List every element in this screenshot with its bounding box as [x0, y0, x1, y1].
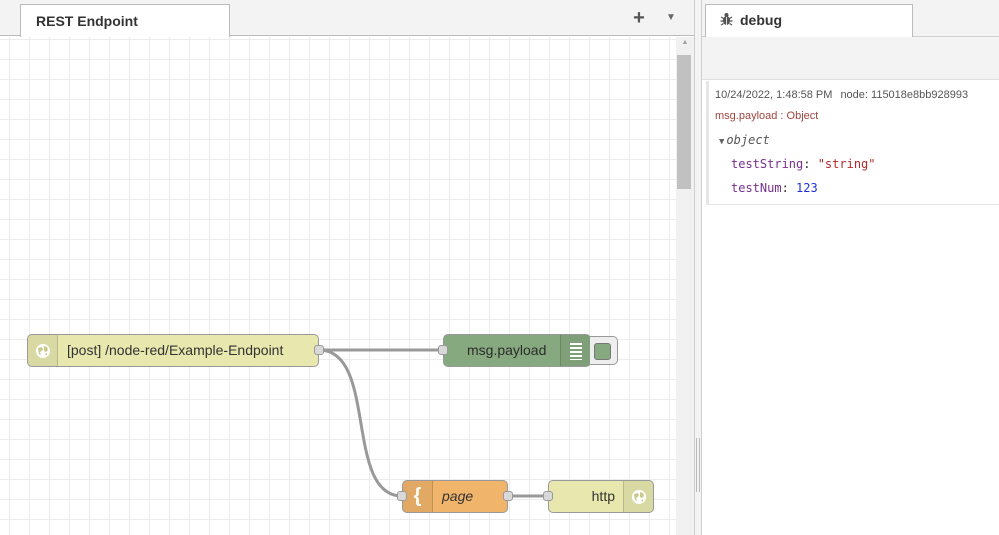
debug-message[interactable]: 10/24/2022, 1:48:58 PM node: 115018e8bb92…: [706, 81, 999, 205]
list-icon: [560, 335, 590, 366]
globe-icon: [623, 481, 653, 512]
debug-toolbar: [702, 37, 999, 80]
node-template[interactable]: { page: [402, 480, 508, 513]
node-http-in-label: [post] /node-red/Example-Endpoint: [67, 342, 284, 358]
http-response-input-port[interactable]: [543, 491, 553, 501]
tab-rest-endpoint[interactable]: REST Endpoint: [20, 4, 230, 37]
node-debug-label: msg.payload: [467, 342, 547, 358]
workspace: REST Endpoint + ▼ [post] /node-red/Examp…: [0, 0, 694, 535]
tab-debug[interactable]: debug: [705, 4, 913, 38]
curly-brace-icon: {: [403, 481, 433, 512]
node-http-response-label: http: [591, 488, 615, 504]
field-key: testNum: [731, 181, 782, 195]
field-value: "string": [817, 157, 876, 171]
sidebar: debug 10/24/2022, 1:48:58 PM node: 115018…: [702, 0, 999, 535]
tree-row[interactable]: testNum: 123: [731, 181, 818, 195]
template-input-port[interactable]: [397, 491, 407, 501]
flow-canvas[interactable]: [0, 37, 676, 535]
debug-toggle-indicator: [594, 343, 611, 360]
canvas-vertical-scrollbar[interactable]: ▲: [676, 37, 694, 535]
object-type-label: object: [726, 133, 770, 147]
tree-row[interactable]: testString: "string": [731, 157, 876, 171]
debug-message-topic: msg.payload : Object: [715, 110, 819, 122]
sidebar-resize-handle[interactable]: [694, 0, 702, 535]
node-http-in[interactable]: [post] /node-red/Example-Endpoint: [27, 334, 319, 367]
node-debug[interactable]: msg.payload: [443, 334, 591, 367]
bug-icon: [720, 12, 734, 26]
scroll-up-arrow-icon[interactable]: ▲: [681, 39, 689, 46]
debug-input-port[interactable]: [438, 345, 448, 355]
node-http-response[interactable]: http: [548, 480, 654, 513]
field-key: testString: [731, 157, 804, 171]
globe-icon: [28, 335, 58, 366]
node-template-label: page: [442, 488, 474, 504]
tab-tools: + ▼: [620, 0, 694, 36]
tab-debug-label: debug: [740, 12, 782, 28]
workspace-tab-bar: REST Endpoint + ▼: [0, 0, 694, 37]
plus-icon[interactable]: +: [633, 7, 645, 29]
debug-message-node[interactable]: node: 115018e8bb928993: [840, 89, 969, 101]
sidebar-tab-bar: debug: [702, 0, 999, 38]
debug-message-meta: 10/24/2022, 1:48:58 PM node: 115018e8bb92…: [715, 89, 968, 101]
template-output-port[interactable]: [503, 491, 513, 501]
http-in-output-port[interactable]: [314, 345, 324, 355]
scrollbar-thumb[interactable]: [677, 55, 691, 189]
field-value: 123: [796, 181, 818, 195]
debug-toggle-button[interactable]: [590, 336, 618, 365]
object-toggle[interactable]: ▼object: [719, 133, 770, 147]
resize-grip-icon[interactable]: [696, 438, 700, 492]
caret-down-icon[interactable]: ▼: [666, 12, 676, 23]
caret-down-icon: ▼: [719, 137, 725, 147]
debug-message-timestamp: 10/24/2022, 1:48:58 PM: [715, 89, 833, 101]
